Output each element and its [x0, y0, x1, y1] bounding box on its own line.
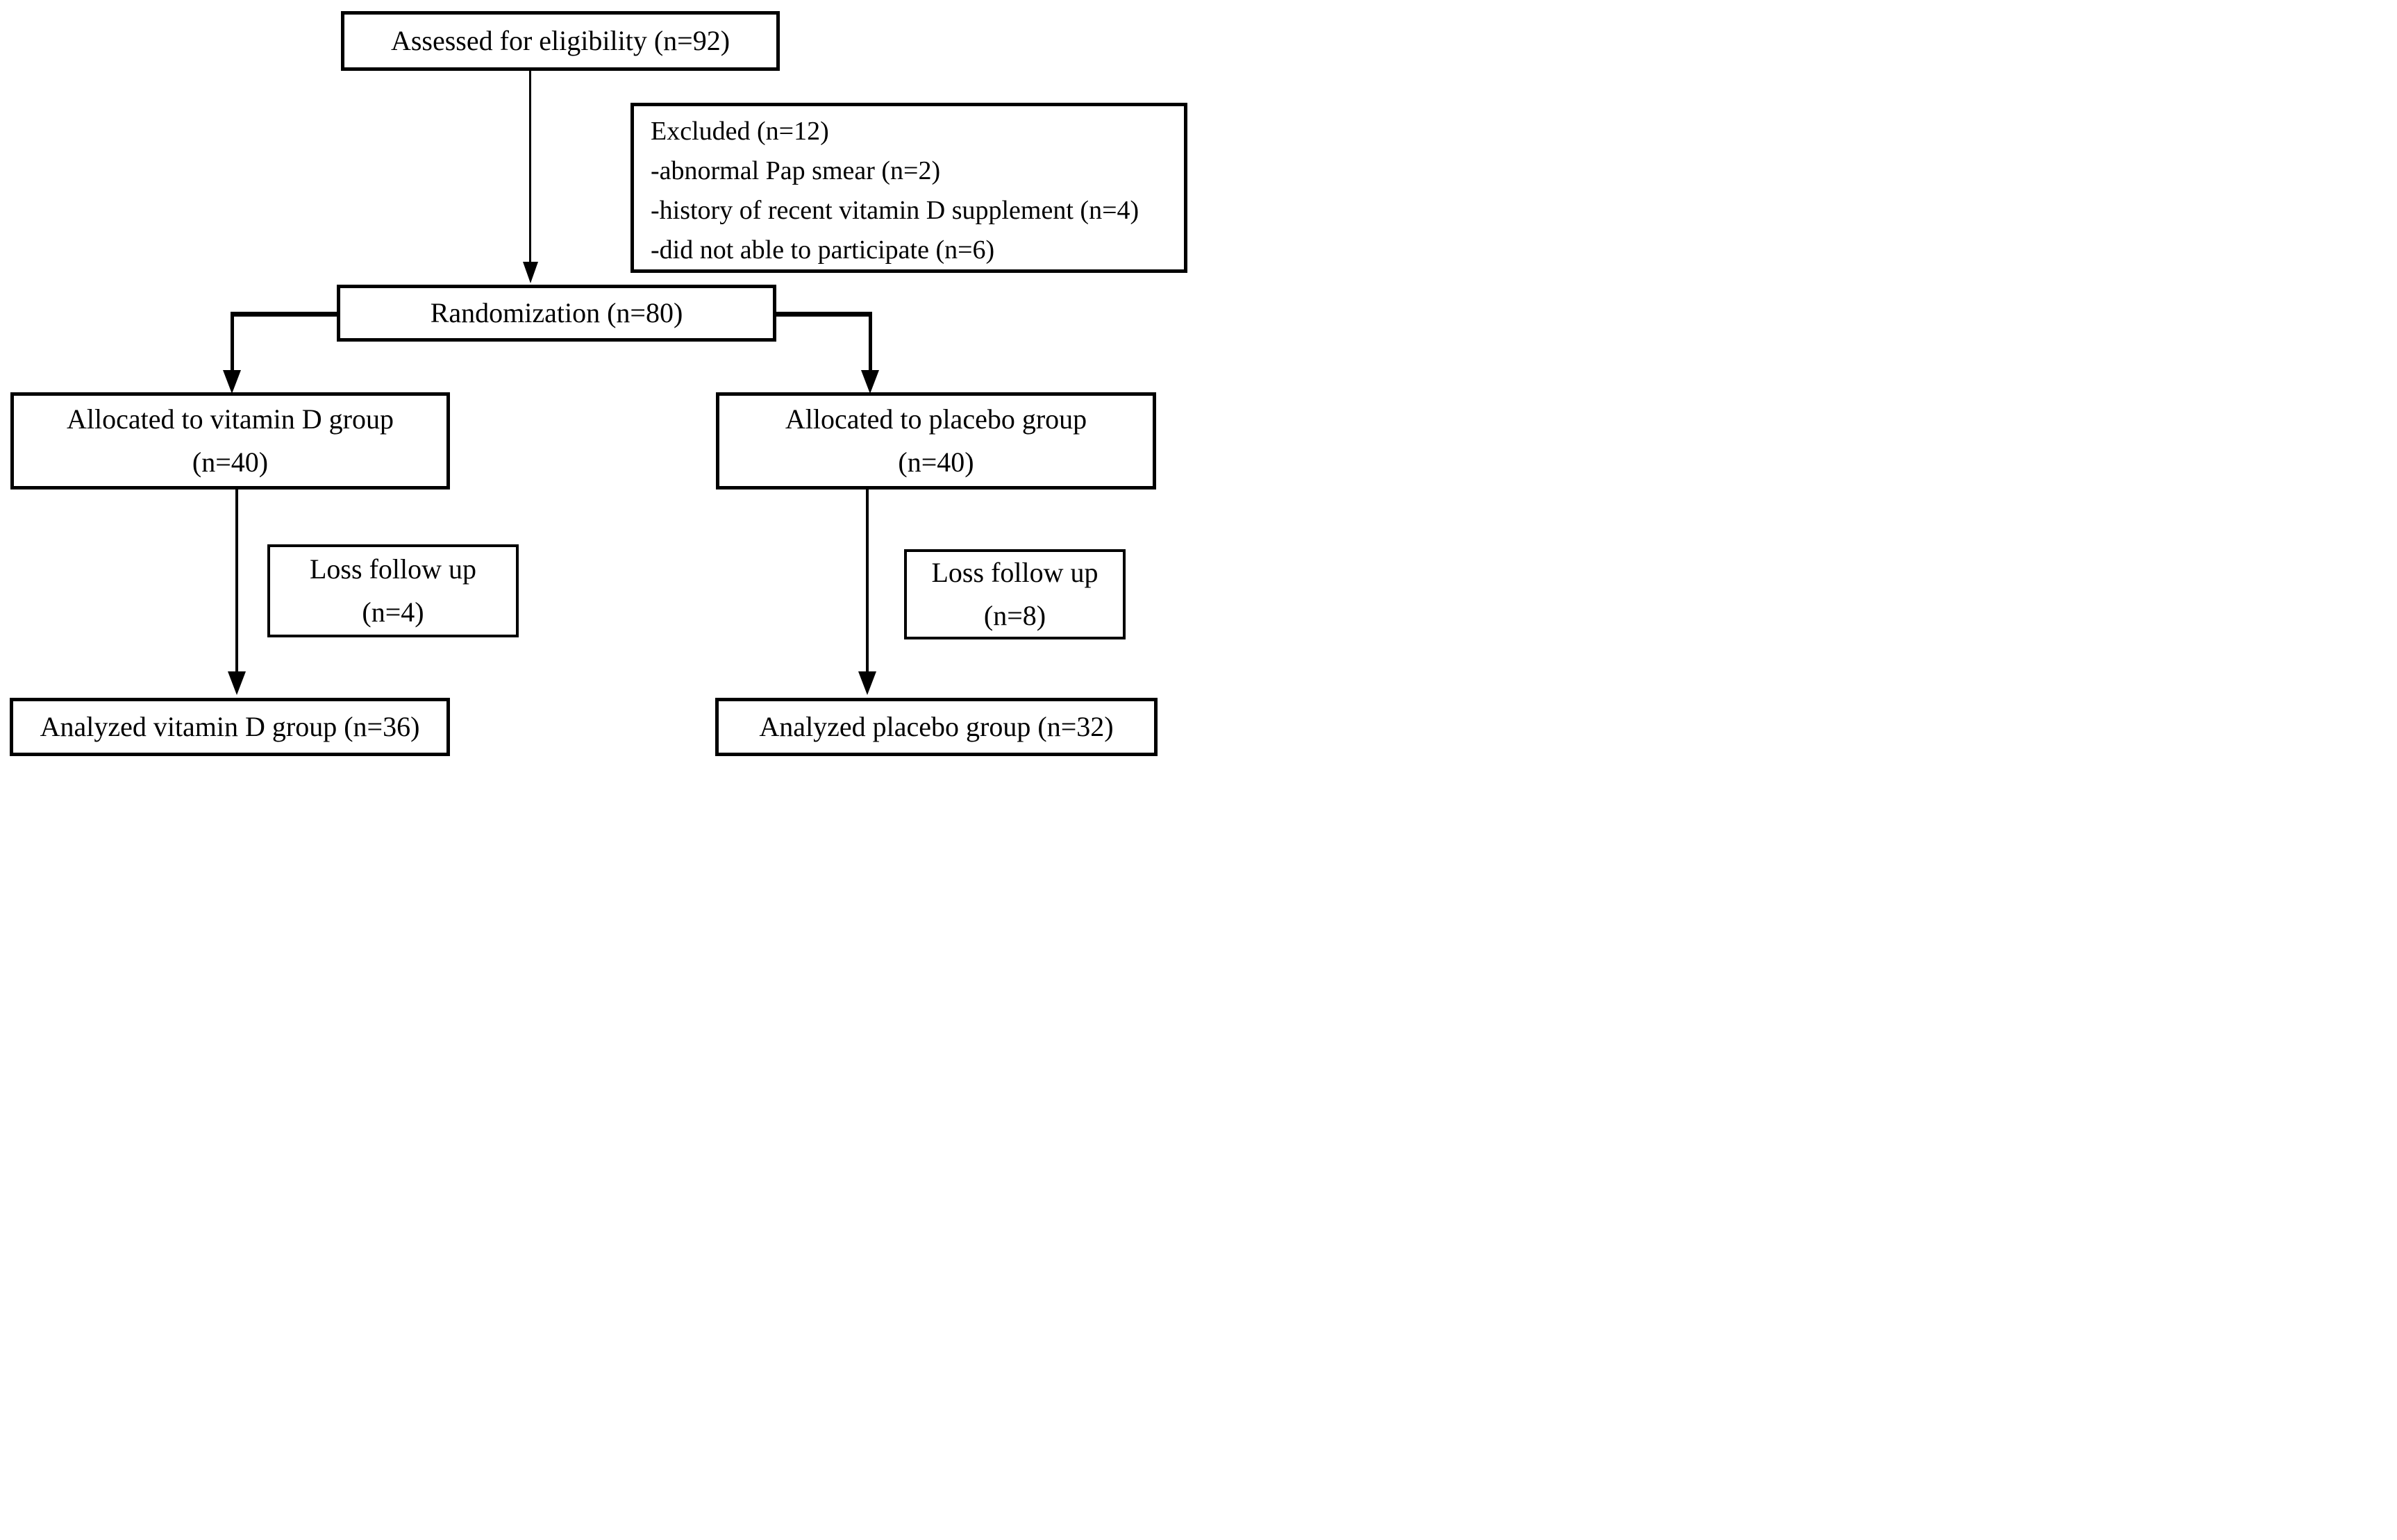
- connector-randomization-to-vitamin-d-vertical: [231, 312, 234, 371]
- arrowhead-randomization-to-vitamin-d: [223, 370, 241, 394]
- arrowhead-assessed-to-randomization: [523, 262, 538, 283]
- connector-allocated-to-analyzed-placebo: [866, 489, 869, 672]
- node-allocated-vitamin-d: Allocated to vitamin D group (n=40): [10, 392, 450, 489]
- connector-assessed-to-randomization: [529, 71, 531, 262]
- randomization-label: Randomization (n=80): [430, 297, 683, 328]
- allocated-placebo-count: (n=40): [898, 446, 974, 478]
- connector-allocated-to-analyzed-vitamin-d: [235, 489, 238, 672]
- arrowhead-allocated-to-analyzed-placebo: [858, 671, 876, 695]
- node-excluded: Excluded (n=12) -abnormal Pap smear (n=2…: [630, 103, 1187, 273]
- excluded-title: Excluded (n=12): [651, 117, 829, 146]
- loss-follow-up-placebo-label: Loss follow up: [931, 557, 1099, 588]
- connector-randomization-to-placebo-horizontal: [776, 312, 871, 317]
- allocated-vitamin-d-label: Allocated to vitamin D group: [66, 403, 394, 435]
- arrowhead-randomization-to-placebo: [861, 370, 879, 394]
- assessed-eligibility-label: Assessed for eligibility (n=92): [390, 25, 730, 56]
- loss-follow-up-vitamin-d-label: Loss follow up: [310, 553, 476, 585]
- excluded-reason-vitamin-d-history: -history of recent vitamin D supplement …: [651, 196, 1139, 225]
- analyzed-placebo-label: Analyzed placebo group (n=32): [759, 711, 1114, 742]
- connector-randomization-to-placebo-vertical: [869, 312, 872, 371]
- flow-diagram: Assessed for eligibility (n=92) Excluded…: [0, 0, 1198, 770]
- allocated-vitamin-d-count: (n=40): [192, 446, 269, 478]
- node-analyzed-vitamin-d: Analyzed vitamin D group (n=36): [10, 698, 450, 756]
- excluded-reason-participation: -did not able to participate (n=6): [651, 235, 995, 265]
- allocated-placebo-label: Allocated to placebo group: [785, 403, 1087, 435]
- node-loss-follow-up-vitamin-d: Loss follow up (n=4): [267, 544, 519, 637]
- node-assessed-eligibility: Assessed for eligibility (n=92): [341, 11, 780, 71]
- node-randomization: Randomization (n=80): [337, 285, 776, 342]
- connector-randomization-to-vitamin-d-horizontal: [232, 312, 337, 317]
- analyzed-vitamin-d-label: Analyzed vitamin D group (n=36): [40, 711, 420, 742]
- node-loss-follow-up-placebo: Loss follow up (n=8): [904, 549, 1126, 639]
- node-allocated-placebo: Allocated to placebo group (n=40): [716, 392, 1156, 489]
- node-analyzed-placebo: Analyzed placebo group (n=32): [715, 698, 1158, 756]
- loss-follow-up-placebo-count: (n=8): [983, 600, 1046, 631]
- loss-follow-up-vitamin-d-count: (n=4): [362, 596, 424, 628]
- excluded-reason-pap-smear: -abnormal Pap smear (n=2): [651, 156, 941, 185]
- arrowhead-allocated-to-analyzed-vitamin-d: [228, 671, 246, 695]
